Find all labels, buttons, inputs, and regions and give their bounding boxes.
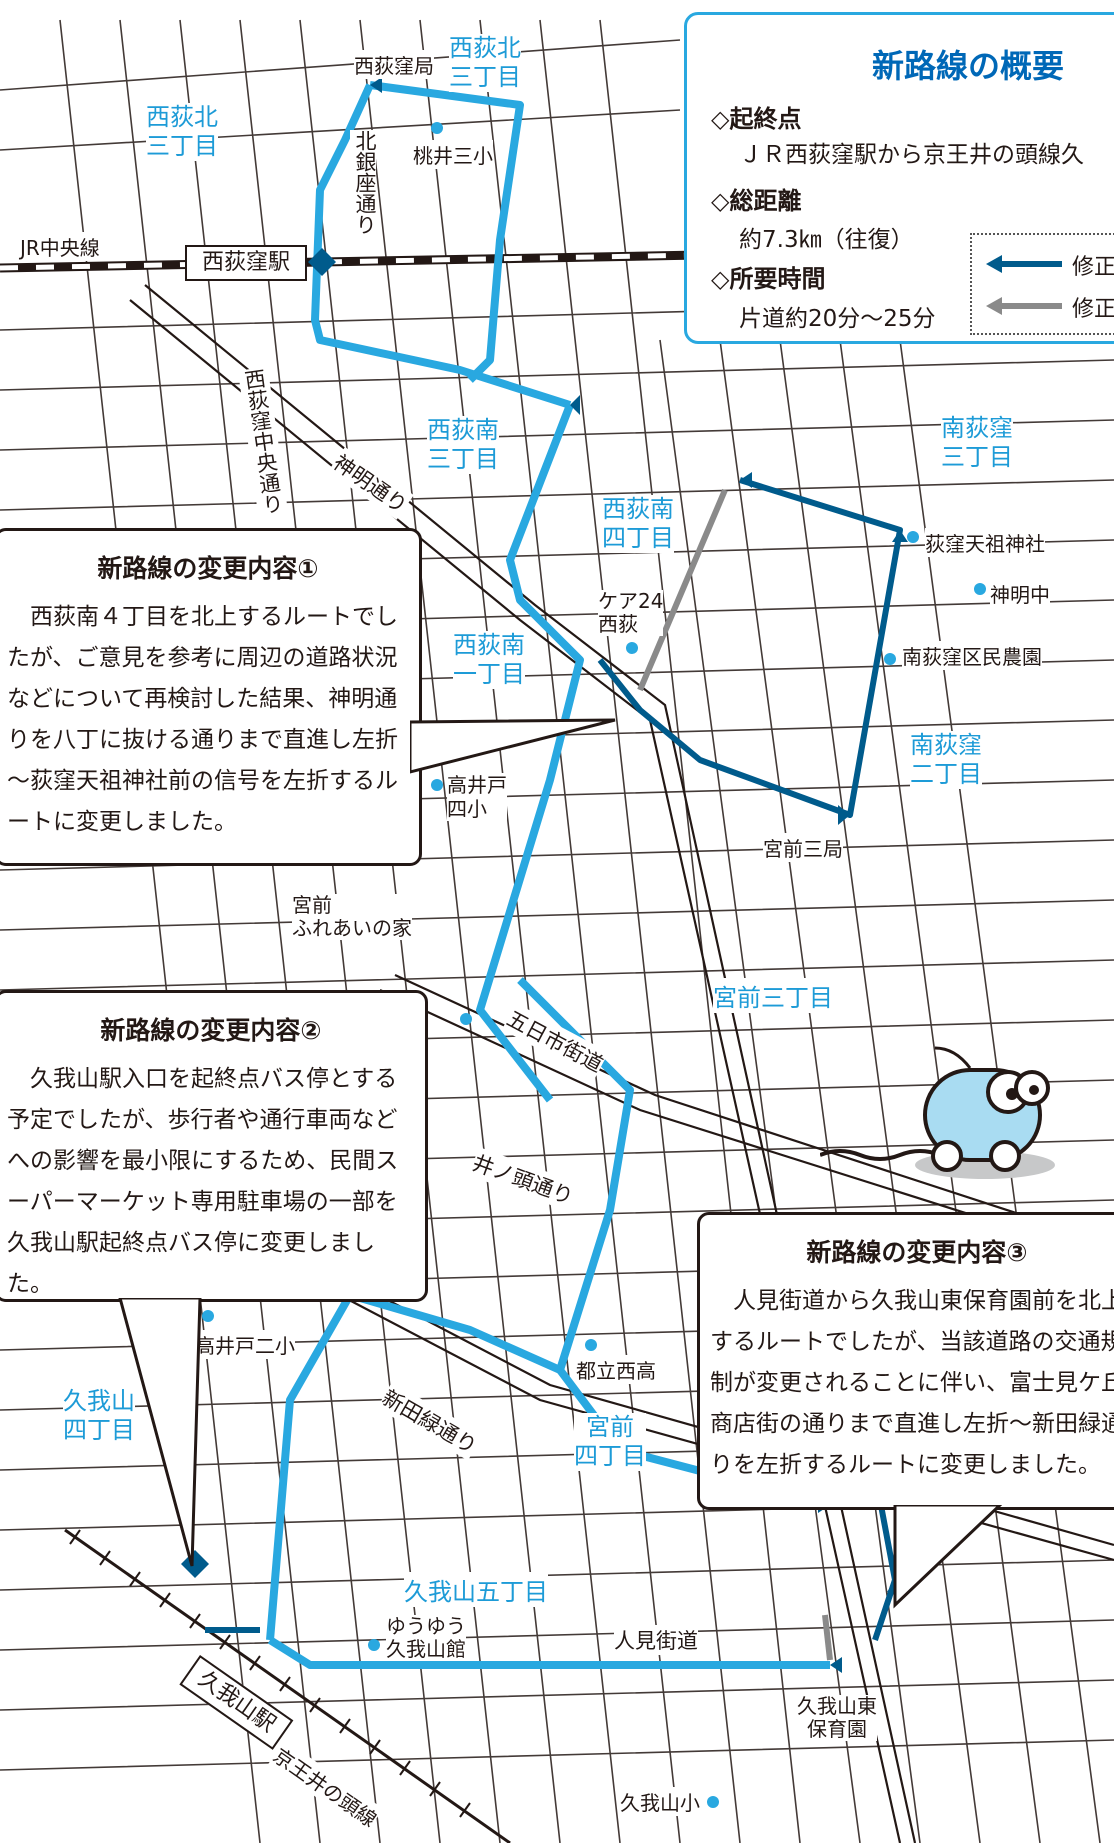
station-markers: [181, 248, 336, 1578]
change-note-1-body: 西荻南４丁目を北上するルートでしたが、ご意見を参考に周辺の道路状況などについて再…: [7, 604, 398, 835]
bus-route-new: [266, 81, 832, 1669]
change-note-1-title: 新路線の変更内容①: [97, 554, 319, 583]
nishiogikubo-stop-marker: [308, 248, 336, 276]
place-dots: [202, 122, 986, 1808]
change-note-3-body: 人見街道から久我山東保育園前を北上するルートでしたが、当該道路の交通規制が変更さ…: [710, 1288, 1114, 1478]
bus-route-modified-gray: [637, 488, 833, 1661]
change-note-2-pointer: [118, 1298, 202, 1567]
legend-modified-label: 修正: [1072, 255, 1114, 280]
overview-endpoints-text: ＪＲ西荻窪駅から京王井の頭線久: [739, 142, 1084, 168]
overview-endpoints-heading: ◇起終点: [711, 105, 802, 133]
change-note-3-title: 新路線の変更内容③: [806, 1238, 1028, 1267]
change-note-2-body: 久我山駅入口を起終点バス停とする予定でしたが、歩行者や通行車両などへの影響を最小…: [7, 1066, 399, 1297]
overview-distance-text: 約7.3㎞（往復）: [739, 227, 914, 253]
jr-chuo-line: [0, 250, 701, 273]
overview-distance-heading: ◇総距離: [711, 187, 802, 215]
route-overview-panel: 新路線の概要 ◇起終点 ＪＲ西荻窪駅から京王井の頭線久 ◇総距離 約7.3㎞（往…: [684, 12, 1114, 344]
kugayama-stop-marker: [181, 1550, 209, 1578]
legend-modified-gray-arrow-icon: [986, 297, 1062, 315]
route-legend: 修正 修正: [970, 233, 1114, 335]
change-note-1-pointer: [410, 718, 616, 774]
bus-mascot-icon: [820, 1046, 1055, 1179]
overview-time-text: 片道約20分～25分: [739, 306, 936, 332]
change-note-2: 新路線の変更内容② 久我山駅入口を起終点バス停とする予定でしたが、歩行者や通行車…: [0, 990, 428, 1302]
overview-time-heading: ◇所要時間: [711, 265, 826, 293]
legend-modified-gray-row: 修正: [972, 291, 1114, 322]
change-note-3-pointer: [893, 1505, 1003, 1609]
change-note-3: 新路線の変更内容③ 人見街道から久我山東保育園前を北上するルートでしたが、当該道…: [697, 1212, 1114, 1510]
change-note-1: 新路線の変更内容① 西荻南４丁目を北上するルートでしたが、ご意見を参考に周辺の道…: [0, 528, 422, 866]
overview-title: 新路線の概要: [872, 47, 1065, 85]
change-note-2-title: 新路線の変更内容②: [100, 1016, 322, 1045]
legend-modified-row: 修正: [972, 249, 1114, 280]
legend-modified-gray-label: 修正: [1072, 297, 1114, 322]
legend-modified-arrow-icon: [986, 255, 1062, 273]
